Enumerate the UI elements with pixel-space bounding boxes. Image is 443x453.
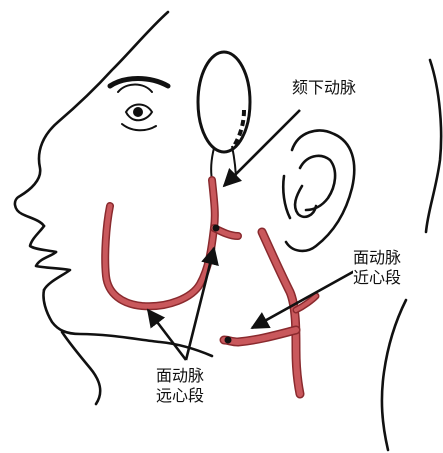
upper-lip-line	[30, 226, 56, 252]
eye	[110, 79, 168, 131]
mandible	[198, 52, 250, 182]
lips-line	[36, 252, 70, 290]
arrow-distal-left	[148, 310, 186, 360]
label-facial-artery-proximal-line1: 面动脉	[353, 248, 401, 268]
back-of-head-line	[426, 60, 441, 232]
arrow-distal-right	[186, 248, 214, 360]
label-facial-artery-distal: 面动脉 远心段	[156, 366, 204, 406]
facial-artery	[105, 180, 316, 394]
label-facial-artery-distal-line2: 远心段	[156, 386, 204, 406]
neck-back-line	[382, 300, 406, 450]
label-submental-artery: 颏下动脉	[292, 78, 356, 98]
ligation-point-upper	[213, 225, 220, 232]
label-submental-artery-text: 颏下动脉	[292, 78, 356, 97]
label-facial-artery-distal-line1: 面动脉	[156, 366, 204, 386]
ligation-point-lower	[225, 337, 232, 344]
label-facial-artery-proximal: 面动脉 近心段	[353, 248, 401, 288]
label-facial-artery-proximal-line2: 近心段	[353, 268, 401, 288]
facial-artery-fill	[105, 180, 215, 306]
neck-front-line	[62, 332, 100, 404]
arrow-proximal	[252, 268, 360, 328]
ear	[283, 131, 354, 251]
